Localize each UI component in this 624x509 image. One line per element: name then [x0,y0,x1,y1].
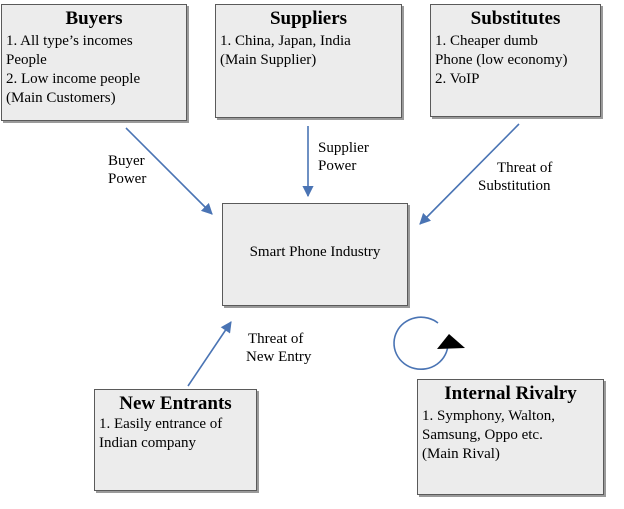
suppliers-line: (Main Supplier) [220,52,317,68]
new-entrants-box: New Entrants 1. Easily entrance of India… [94,389,257,491]
internal-rivalry-title: Internal Rivalry [444,383,577,404]
threat-substitution-arrow [419,123,520,225]
suppliers-body: 1. China, Japan, India (Main Supplier) [220,32,399,70]
suppliers-title: Suppliers [269,8,348,29]
substitutes-line: Phone (low economy) [435,52,568,68]
threat-new-entry-label: Threat of New Entry [246,330,311,366]
internal-rivalry-box: Internal Rivalry 1. Symphony, Walton, Sa… [417,379,604,495]
suppliers-line: 1. China, Japan, India [220,33,351,49]
buyers-line: 1. All type’s incomes [6,33,133,49]
internal-rivalry-line: 1. Symphony, Walton, [422,408,555,424]
center-label: Smart Phone Industry [249,244,381,260]
threat-new-entry-line: New Entry [246,349,312,365]
buyer-power-label: Buyer Power [108,152,146,188]
buyer-power-line: Buyer [108,153,145,169]
supplier-power-label: Supplier Power [318,139,369,175]
threat-substitution-line: Threat of [497,160,553,176]
new-entrants-title: New Entrants [119,393,232,414]
buyer-power-arrow [125,127,213,215]
buyers-line: (Main Customers) [6,90,116,106]
threat-substitution-label: Threat of Substitution [478,159,552,195]
buyers-box: Buyers 1. All type’s incomes People 2. L… [1,4,187,121]
substitutes-line: 2. VoIP [435,71,480,87]
new-entrants-body: 1. Easily entrance of Indian company [99,415,254,453]
buyers-line: People [6,52,47,68]
suppliers-box: Suppliers 1. China, Japan, India (Main S… [215,4,402,118]
substitutes-title: Substitutes [470,8,561,29]
supplier-power-line: Power [318,158,357,174]
buyer-power-line: Power [108,171,147,187]
rivalry-cycle-arrowhead [437,334,465,349]
threat-new-entry-arrow [187,321,232,387]
internal-rivalry-line: Samsung, Oppo etc. [422,427,543,443]
new-entrants-line: 1. Easily entrance of [99,416,223,432]
threat-substitution-line: Substitution [478,178,551,194]
rivalry-cycle-arrow [393,316,449,370]
new-entrants-line: Indian company [99,435,197,451]
smart-phone-industry-box: Smart Phone Industry [222,203,408,306]
buyers-line: 2. Low income people [6,71,141,87]
buyers-body: 1. All type’s incomes People 2. Low inco… [6,32,184,108]
substitutes-line: 1. Cheaper dumb [435,33,538,49]
substitutes-box: Substitutes 1. Cheaper dumb Phone (low e… [430,4,601,117]
internal-rivalry-body: 1. Symphony, Walton, Samsung, Oppo etc. … [422,407,601,464]
supplier-power-line: Supplier [318,140,369,156]
internal-rivalry-line: (Main Rival) [422,446,500,462]
threat-new-entry-line: Threat of [248,331,304,347]
buyers-title: Buyers [65,8,123,29]
substitutes-body: 1. Cheaper dumb Phone (low economy) 2. V… [435,32,598,89]
